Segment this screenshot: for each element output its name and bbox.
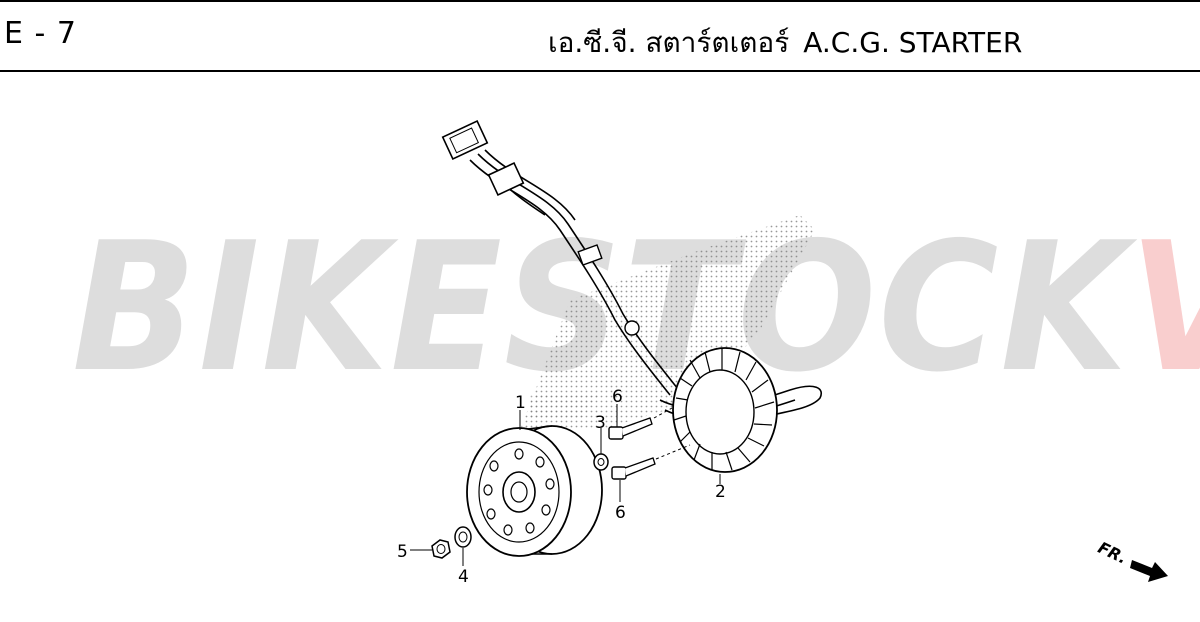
header-bar: E - 7 เอ.ซี.จี. สตาร์ตเตอร์ A.C.G. STARTE…	[0, 0, 1200, 72]
callout-3: 3	[595, 413, 606, 433]
bolt-6-upper	[608, 417, 653, 440]
title-thai: เอ.ซี.จี. สตาร์ตเตอร์	[548, 26, 790, 59]
callout-6-lower: 6	[615, 503, 626, 523]
front-arrow-icon	[1130, 560, 1168, 582]
nut-5	[431, 539, 451, 559]
flywheel	[466, 425, 603, 557]
page-title: เอ.ซี.จี. สตาร์ตเตอร์ A.C.G. STARTER	[548, 21, 1022, 65]
dotted-shading	[520, 215, 815, 430]
leader-lines	[410, 404, 721, 566]
callout-5: 5	[397, 542, 408, 562]
connector-lower	[487, 162, 525, 196]
callout-2: 2	[715, 482, 726, 502]
callout-4: 4	[458, 567, 469, 587]
title-english: A.C.G. STARTER	[803, 26, 1023, 59]
stator	[672, 347, 778, 473]
washer-3	[593, 453, 609, 471]
bolt-6-lower	[611, 457, 656, 480]
fr-label: FR.	[1095, 538, 1130, 568]
callout-6-upper: 6	[612, 387, 623, 407]
front-direction-indicator: FR.	[1095, 538, 1168, 582]
connector-upper	[441, 120, 489, 160]
callout-1: 1	[515, 393, 526, 413]
wire-clamp	[577, 244, 640, 336]
washer-4	[454, 526, 472, 548]
page-code: E - 7	[4, 16, 77, 51]
